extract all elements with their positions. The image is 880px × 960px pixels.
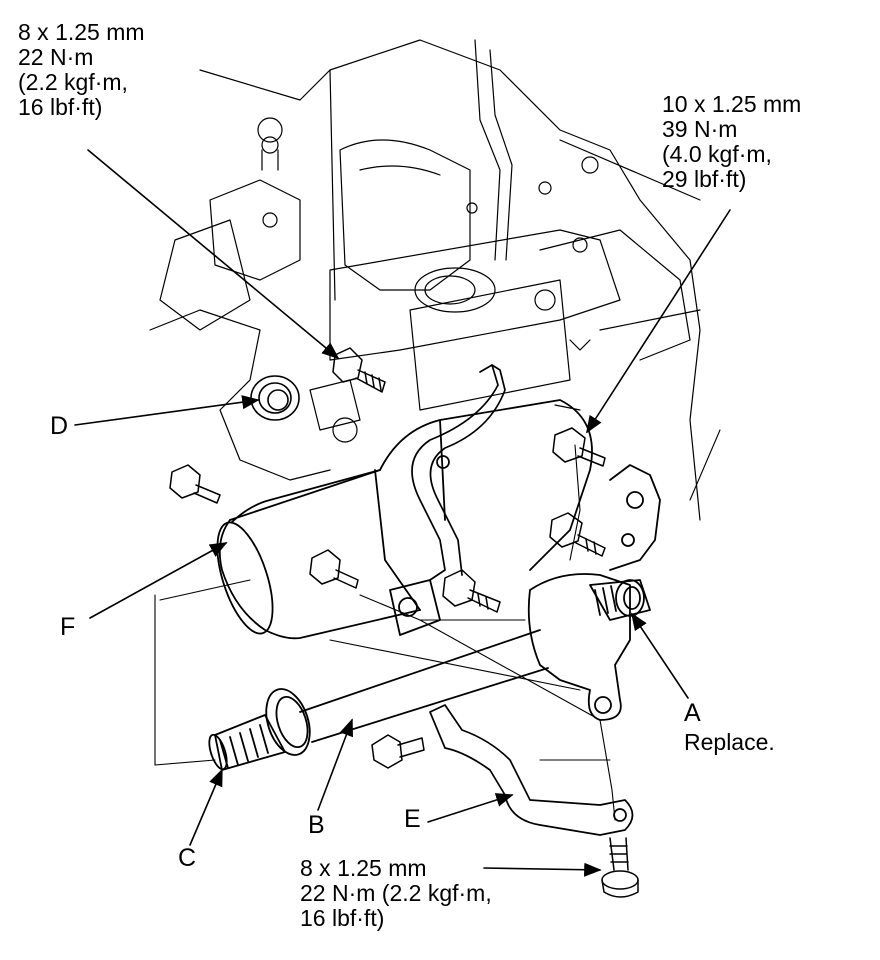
half-shaft: [208, 629, 549, 771]
callout-line: 16 lbf·ft): [18, 94, 103, 120]
guide-lines: [154, 429, 721, 821]
callout-line: (4.0 kgf·m,: [662, 141, 772, 167]
bearing-support: [527, 464, 661, 721]
torque-callout-top-right: 10 x 1.25 mm 39 N·m (4.0 kgf·m, 29 lbf·f…: [662, 92, 801, 192]
part-note-a: Replace.: [684, 729, 775, 755]
callout-line: 29 lbf·ft): [662, 166, 747, 192]
part-label-b: B: [308, 811, 325, 839]
callout-line: 10 x 1.25 mm: [662, 91, 802, 117]
bolt-bottom: [601, 837, 639, 898]
callout-line: 8 x 1.25 mm: [18, 19, 145, 45]
bolt-right-lower: [549, 512, 606, 557]
leader-lines: [74, 149, 731, 877]
callout-line: 8 x 1.25 mm: [300, 855, 427, 881]
engine-block: [149, 39, 701, 521]
callout-line: 16 lbf·ft): [300, 905, 385, 931]
torque-callout-top-left: 8 x 1.25 mm 22 N·m (2.2 kgf·m, 16 lbf·ft…: [18, 20, 145, 120]
bolt-bracket: [442, 569, 501, 613]
bolt-right-upper: [552, 427, 606, 467]
upper-bracket: [411, 364, 506, 581]
part-label-d: D: [50, 412, 69, 440]
part-label-f: F: [60, 613, 76, 641]
callout-line: 39 N·m: [662, 116, 738, 142]
bolt-bracket-e: [371, 734, 425, 769]
intermediate-shaft-housing: [216, 399, 593, 640]
part-label-e: E: [404, 805, 421, 833]
part-label-a: A: [684, 699, 701, 727]
lower-bracket: [429, 704, 634, 836]
callout-line: (2.2 kgf·m,: [18, 69, 128, 95]
bolt-center: [309, 549, 359, 589]
part-label-c: C: [178, 844, 197, 872]
callout-line: 22 N·m: [18, 44, 94, 70]
oil-seal: [250, 375, 300, 421]
callout-line: 22 N·m (2.2 kgf·m,: [300, 880, 492, 906]
bolt-left: [169, 464, 221, 504]
bolt-top-left: [332, 347, 386, 393]
torque-callout-bottom: 8 x 1.25 mm 22 N·m (2.2 kgf·m, 16 lbf·ft…: [300, 856, 492, 931]
